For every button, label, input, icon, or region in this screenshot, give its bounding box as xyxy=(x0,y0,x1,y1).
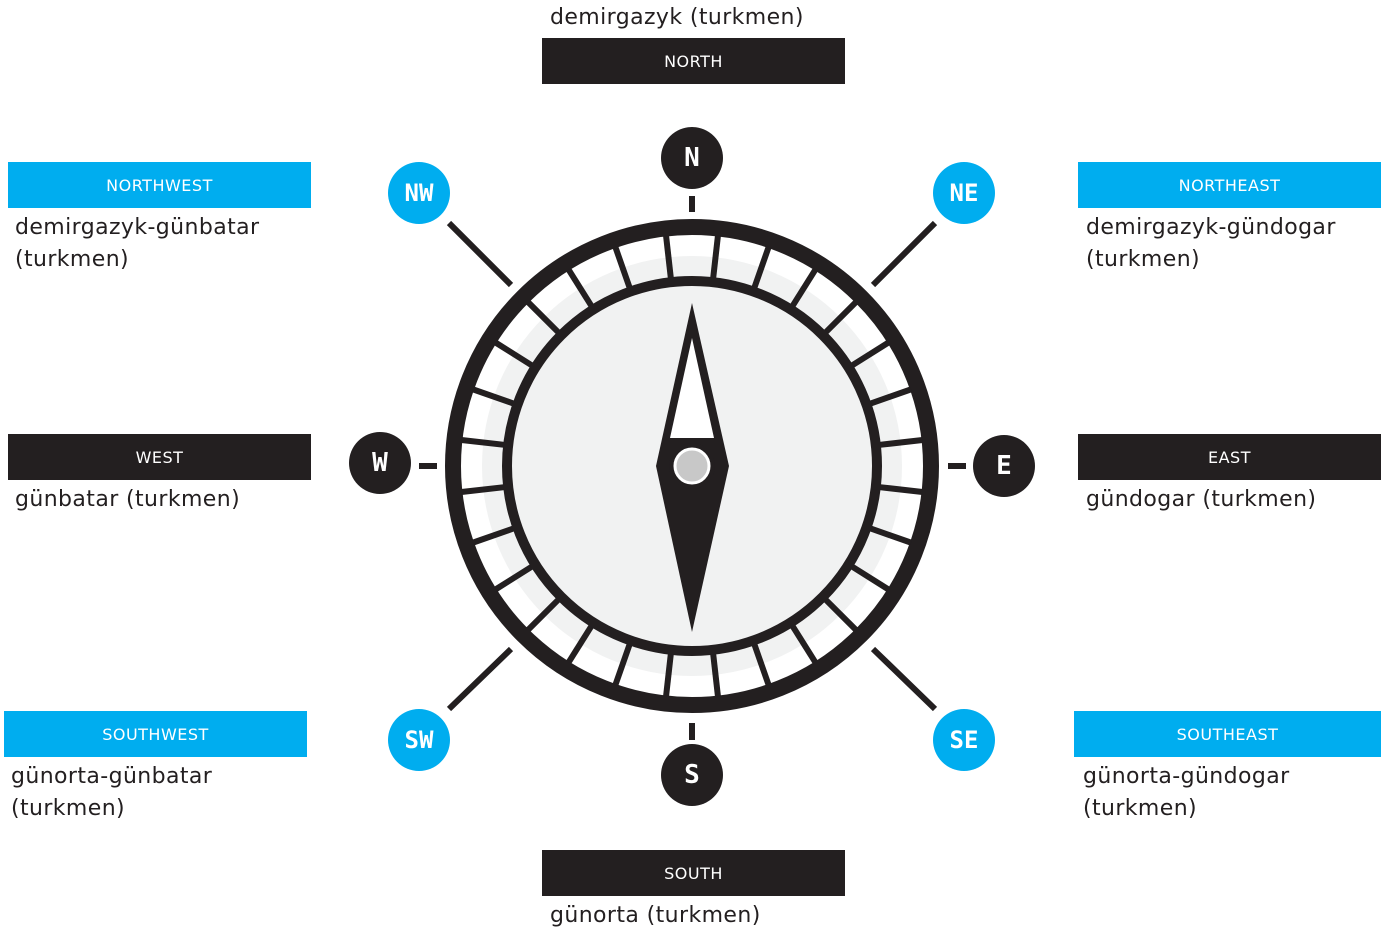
badge-w-label: W xyxy=(372,448,388,478)
badge-n: N xyxy=(661,127,723,189)
southeast-label-bar: SOUTHEAST xyxy=(1074,711,1381,757)
ring-segment-divider xyxy=(849,340,891,369)
north-label-bar: NORTH xyxy=(542,38,845,84)
badge-s: S xyxy=(661,744,723,806)
compass-needle-north-highlight xyxy=(670,338,714,438)
ring-segment-divider xyxy=(710,235,721,280)
northeast-translation-line1: demirgazyk-gündogar xyxy=(1086,215,1336,240)
ring-segment-divider xyxy=(461,484,506,495)
compass-pivot xyxy=(673,447,711,485)
ring-segment-divider xyxy=(525,596,562,633)
south-translation: günorta (turkmen) xyxy=(550,903,761,928)
badge-ne: NE xyxy=(933,162,995,224)
badge-nw: NW xyxy=(388,162,450,224)
ring-segment-divider xyxy=(493,563,535,592)
southwest-label-bar: SOUTHWEST xyxy=(4,711,307,757)
ring-segment-divider xyxy=(493,340,535,369)
southeast-translation-line2: (turkmen) xyxy=(1083,796,1198,821)
badge-s-label: S xyxy=(684,760,700,790)
ring-segment-divider xyxy=(789,267,818,309)
northeast-translation-line2: (turkmen) xyxy=(1086,247,1201,272)
east-translation: gündogar (turkmen) xyxy=(1086,487,1317,512)
ring-segment-divider xyxy=(612,246,633,290)
ring-segment-divider xyxy=(612,642,633,686)
west-translation: günbatar (turkmen) xyxy=(15,487,241,512)
compass-ring-segments xyxy=(461,235,923,697)
ring-segment-divider xyxy=(525,299,562,336)
badge-sw: SW xyxy=(388,709,450,771)
northeast-translation: demirgazyk-gündogar (turkmen) xyxy=(1086,212,1336,276)
north-translation: demirgazyk (turkmen) xyxy=(550,5,804,30)
east-label-bar: EAST xyxy=(1078,434,1381,480)
ring-segment-divider xyxy=(868,525,912,546)
badge-ne-label: NE xyxy=(950,179,979,207)
ring-segment-divider xyxy=(566,267,595,309)
southwest-translation-line2: (turkmen) xyxy=(11,796,126,821)
badge-sw-label: SW xyxy=(405,726,434,754)
ring-segment-divider xyxy=(751,642,772,686)
west-label-bar: WEST xyxy=(8,434,311,480)
southeast-translation: günorta-gündogar (turkmen) xyxy=(1083,761,1290,825)
ring-segment-divider xyxy=(849,563,891,592)
ring-segment-divider xyxy=(663,235,674,280)
badge-e-label: E xyxy=(996,451,1012,481)
southeast-translation-line1: günorta-gündogar xyxy=(1083,764,1290,789)
compass-connectors xyxy=(419,196,966,740)
northeast-label-bar: NORTHEAST xyxy=(1078,162,1381,208)
south-label-bar: SOUTH xyxy=(542,850,845,896)
northwest-translation-line1: demirgazyk-günbatar xyxy=(15,215,260,240)
ring-segment-divider xyxy=(472,386,516,407)
ring-segment-divider xyxy=(822,299,859,336)
ring-segment-divider xyxy=(789,623,818,665)
northwest-label-bar: NORTHWEST xyxy=(8,162,311,208)
ring-segment-divider xyxy=(878,437,923,448)
ring-segment-divider xyxy=(461,437,506,448)
ring-segment-divider xyxy=(751,246,772,290)
badge-se-label: SE xyxy=(950,726,979,754)
badge-w: W xyxy=(349,432,411,494)
ring-segment-divider xyxy=(822,596,859,633)
northwest-translation: demirgazyk-günbatar (turkmen) xyxy=(15,212,259,276)
badge-nw-label: NW xyxy=(405,179,434,207)
ring-segment-divider xyxy=(472,525,516,546)
southwest-translation: günorta-günbatar (turkmen) xyxy=(11,761,212,825)
ring-segment-divider xyxy=(663,652,674,697)
ring-segment-divider xyxy=(878,484,923,495)
southwest-translation-line1: günorta-günbatar xyxy=(11,764,213,789)
ring-segment-divider xyxy=(566,623,595,665)
badge-n-label: N xyxy=(684,143,700,173)
ring-segment-divider xyxy=(710,652,721,697)
compass-outer-ring xyxy=(445,219,939,713)
badge-e: E xyxy=(973,435,1035,497)
ring-segment-divider xyxy=(868,386,912,407)
badge-se: SE xyxy=(933,709,995,771)
northwest-translation-line2: (turkmen) xyxy=(15,247,130,272)
